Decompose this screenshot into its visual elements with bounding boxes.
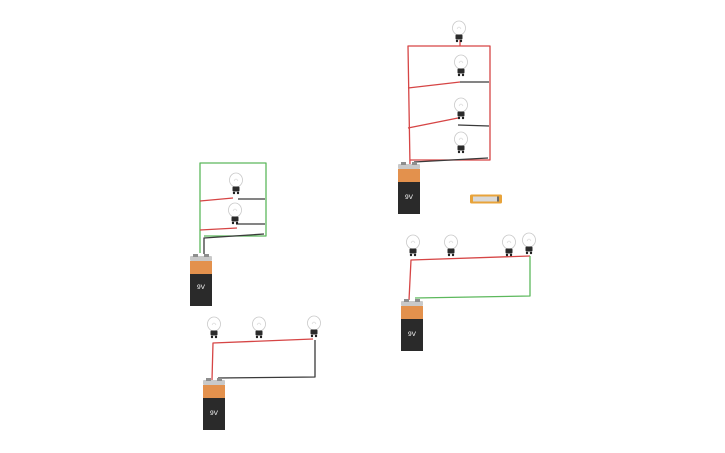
battery-9v-icon xyxy=(401,299,423,351)
wire-red[interactable] xyxy=(199,227,238,231)
light-bulb-icon[interactable] xyxy=(307,315,321,338)
battery-9v-icon xyxy=(203,378,225,430)
wire-black[interactable] xyxy=(413,157,489,163)
battery-label: 9V xyxy=(405,194,414,201)
light-bulb-icon[interactable] xyxy=(229,172,243,195)
battery-label: 9V xyxy=(408,331,417,338)
wire-black[interactable] xyxy=(457,124,490,127)
battery-9v-3[interactable]: 9V xyxy=(203,378,225,430)
battery-9v-icon xyxy=(398,162,420,214)
light-bulb-icon[interactable] xyxy=(207,316,221,339)
wire-red[interactable] xyxy=(407,45,491,167)
battery-label: 9V xyxy=(197,284,206,291)
wire-red[interactable] xyxy=(408,255,531,301)
light-bulb-icon[interactable] xyxy=(444,234,458,257)
battery-9v-icon xyxy=(190,254,212,306)
light-bulb-icon[interactable] xyxy=(406,234,420,257)
light-bulb-icon[interactable] xyxy=(252,316,266,339)
light-bulb-icon[interactable] xyxy=(452,20,466,43)
light-bulb-icon[interactable] xyxy=(522,232,536,255)
light-bulb-icon[interactable] xyxy=(228,202,242,225)
wire-black[interactable] xyxy=(217,340,316,379)
battery-9v-4[interactable]: 9V xyxy=(401,299,423,351)
wire-red[interactable] xyxy=(407,117,459,129)
wire-black[interactable] xyxy=(203,233,265,254)
wire-red[interactable] xyxy=(199,197,234,202)
resistor-body xyxy=(473,196,498,202)
wire-red[interactable] xyxy=(407,81,461,89)
series-circuit-4-bulbs-right[interactable]: 9V xyxy=(401,232,536,351)
light-bulb-icon[interactable] xyxy=(454,97,468,120)
resistor-band xyxy=(497,196,499,202)
battery-label: 9V xyxy=(210,410,219,417)
resistor-component[interactable] xyxy=(470,194,502,204)
light-bulb-icon[interactable] xyxy=(502,234,516,257)
wire-green[interactable] xyxy=(414,256,531,299)
parallel-circuit-2-bulbs[interactable]: 9V xyxy=(190,162,267,306)
wire-red[interactable] xyxy=(211,338,314,381)
light-bulb-icon[interactable] xyxy=(454,54,468,77)
light-bulb-icon[interactable] xyxy=(454,131,468,154)
parallel-circuit-4-bulbs[interactable]: 9V xyxy=(398,20,491,214)
battery-9v-2[interactable]: 9V xyxy=(190,254,212,306)
series-circuit-3-bulbs-left[interactable]: 9V xyxy=(203,315,321,430)
battery-9v-1[interactable]: 9V xyxy=(398,162,420,214)
wire-green[interactable] xyxy=(199,162,267,253)
